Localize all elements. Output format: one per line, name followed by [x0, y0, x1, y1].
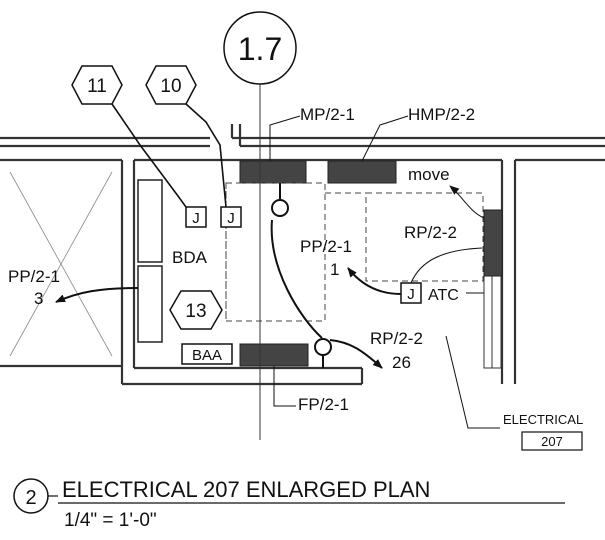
baa-device: BAA — [181, 343, 233, 365]
j-box-1: J — [185, 206, 207, 228]
rp-lower-circuit: 26 — [392, 353, 411, 372]
hmp-panel — [327, 160, 397, 184]
bda-rack-lower — [137, 265, 163, 343]
fp-label: FP/2-1 — [298, 395, 349, 414]
fp-panel — [239, 343, 309, 367]
keynote-13: 13 — [169, 290, 223, 330]
pp-center-panel: PP/2-1 — [300, 237, 352, 256]
j-box-2-label: J — [227, 210, 235, 227]
move-note: move — [408, 165, 450, 184]
keynote-10-label: 10 — [160, 76, 181, 97]
rp-label: RP/2-2 — [404, 223, 457, 242]
mp-label: MP/2-1 — [300, 105, 355, 124]
atc-label: ATC — [428, 287, 459, 304]
walls — [0, 124, 605, 386]
room-tag-name: ELECTRICAL — [503, 412, 583, 427]
j-box-2: J — [220, 206, 242, 228]
pp-left-circuit: 3 — [34, 289, 43, 308]
j-box-atc: J — [400, 282, 422, 304]
grid-bubble: 1.7 — [223, 11, 297, 85]
drawing-scale: 1/4" = 1'-0" — [64, 510, 157, 531]
pp-left-panel: PP/2-1 — [8, 267, 60, 286]
keynote-11: 11 — [71, 65, 123, 105]
room-tag-number: 207 — [541, 434, 563, 449]
keynote-10: 10 — [145, 65, 197, 105]
conduit-runs — [55, 183, 402, 369]
keynote-13-label: 13 — [185, 301, 206, 322]
room-tag: ELECTRICAL 207 — [503, 412, 583, 451]
mp-panel — [239, 160, 307, 184]
hmp-label: HMP/2-2 — [408, 105, 475, 124]
title-block: 2 ELECTRICAL 207 ENLARGED PLAN 1/4" = 1'… — [13, 477, 565, 531]
j-box-atc-label: J — [407, 286, 415, 303]
rp-panel — [483, 209, 503, 277]
pp-center-circuit: 1 — [330, 260, 339, 279]
tag-leaders — [269, 115, 500, 429]
corridor-hatch — [9, 171, 113, 357]
baa-label: BAA — [192, 347, 222, 364]
bda-label: BDA — [172, 248, 208, 267]
j-box-1-label: J — [192, 210, 200, 227]
detail-number: 2 — [25, 487, 36, 509]
bda-rack-upper — [137, 179, 163, 263]
rp-lower-panel: RP/2-2 — [370, 329, 423, 348]
bda-equipment — [137, 179, 163, 343]
grid-bubble-label: 1.7 — [238, 31, 282, 67]
keynote-leaders — [111, 103, 227, 208]
keynote-11-label: 11 — [87, 76, 107, 97]
drawing-title: ELECTRICAL 207 ENLARGED PLAN — [62, 477, 430, 502]
